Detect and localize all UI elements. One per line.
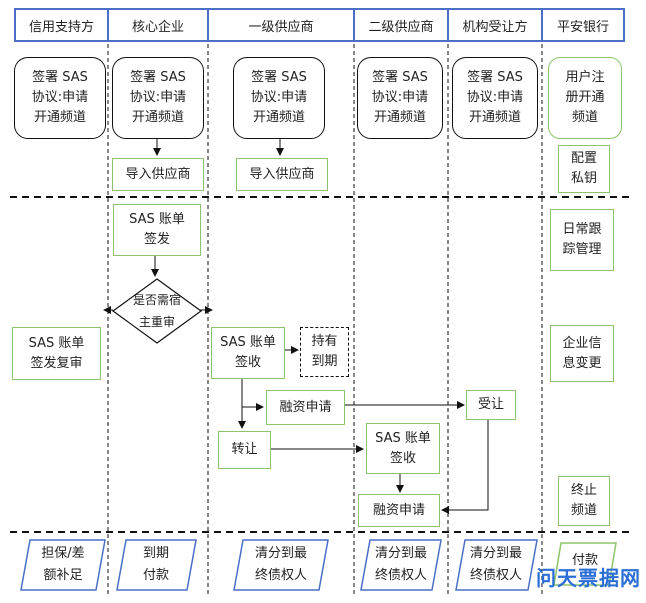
sas-receive-box-tier2: SAS 账单 签收 xyxy=(366,423,440,474)
arrow-receive-to-financing xyxy=(241,377,264,411)
financing-request-box-tier2: 融资申请 xyxy=(358,494,440,527)
user-register-box: 用户注 册开通 频道 xyxy=(548,57,622,139)
clearing-text-tier1: 清分到最 终债权人 xyxy=(254,546,307,583)
phase-separators xyxy=(10,196,630,533)
clearing-text-tier2: 清分到最 终债权人 xyxy=(374,546,427,583)
sas-issue-review-box: SAS 账单 签发复审 xyxy=(12,327,101,380)
decision-diamond xyxy=(111,278,203,344)
lane-header-tier2-supplier: 二级供应商 xyxy=(353,8,449,42)
sign-sas-box-core-enterprise: 签署 SAS 协议:申请 开通频道 xyxy=(112,57,204,139)
sign-sas-box-institution: 签署 SAS 协议:申请 开通频道 xyxy=(452,57,538,139)
arrow-receive-to-l2-financing xyxy=(441,420,489,514)
lane-header-credit-support: 信用支持方 xyxy=(14,8,109,42)
sign-sas-box-tier2: 签署 SAS 协议:申请 开通频道 xyxy=(357,57,443,139)
maturity-payment-text: 到期 付款 xyxy=(142,546,169,583)
flow-arrows xyxy=(103,139,489,514)
receive-box-institution: 受让 xyxy=(466,390,516,420)
financing-request-box-tier1: 融资申请 xyxy=(266,390,345,425)
decision-text: 是否需宿 主重审 xyxy=(132,293,181,329)
sas-issue-box: SAS 账单 签发 xyxy=(113,204,201,256)
guarantee-text: 担保/差 额补足 xyxy=(41,546,85,583)
sas-receive-box-tier1: SAS 账单 签收 xyxy=(211,327,285,379)
lane-header-pingan-bank: 平安银行 xyxy=(541,8,625,42)
import-supplier-box-tier1: 导入供应商 xyxy=(236,158,328,191)
lane-header-core-enterprise: 核心企业 xyxy=(107,8,209,42)
enterprise-change-box: 企业信 息变更 xyxy=(550,325,614,382)
sign-sas-box-tier1: 签署 SAS 协议:申请 开通频道 xyxy=(233,57,325,139)
bottom-parallelograms xyxy=(20,539,538,591)
daily-tracking-box: 日常跟 踪管理 xyxy=(550,209,614,271)
terminate-channel-box: 终止 频道 xyxy=(558,476,610,526)
lane-header-tier1-supplier: 一级供应商 xyxy=(207,8,355,42)
clearing-text-institution: 清分到最 终债权人 xyxy=(469,546,522,583)
payment-parallelogram xyxy=(553,542,617,586)
sign-sas-box-credit-support: 签署 SAS 协议:申请 开通频道 xyxy=(14,57,106,139)
config-key-box: 配置 私钥 xyxy=(558,145,610,193)
lane-separators xyxy=(107,44,543,596)
lane-header-institution-assignee: 机构受让方 xyxy=(447,8,543,42)
watermark-logo: 问天票据网 xyxy=(536,566,641,590)
payment-text: 付款 xyxy=(571,553,598,568)
hold-to-maturity-box: 持有 到期 xyxy=(300,327,349,377)
import-supplier-box-core: 导入供应商 xyxy=(112,158,204,191)
transfer-box: 转让 xyxy=(218,431,271,469)
